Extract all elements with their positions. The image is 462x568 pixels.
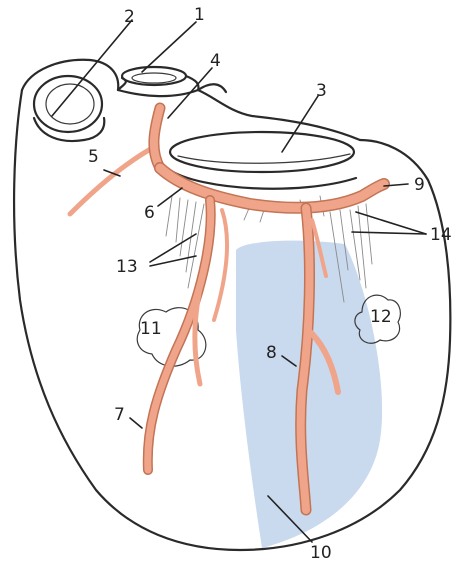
sinus-3 <box>170 132 356 189</box>
label-3: 3 <box>316 81 327 101</box>
vessel-ring-2 <box>22 60 118 141</box>
label-1: 1 <box>194 5 205 25</box>
label-13: 13 <box>116 257 138 277</box>
label-2: 2 <box>124 7 135 27</box>
label-14: 14 <box>430 225 452 245</box>
label-12: 12 <box>370 307 392 327</box>
label-4: 4 <box>210 51 221 71</box>
label-8: 8 <box>266 343 277 363</box>
label-9: 9 <box>414 175 425 195</box>
vessel-oval-1 <box>118 67 199 90</box>
label-6: 6 <box>144 203 155 223</box>
label-11: 11 <box>140 319 162 339</box>
label-7: 7 <box>114 405 125 425</box>
label-5: 5 <box>88 147 99 167</box>
label-10: 10 <box>310 543 332 563</box>
